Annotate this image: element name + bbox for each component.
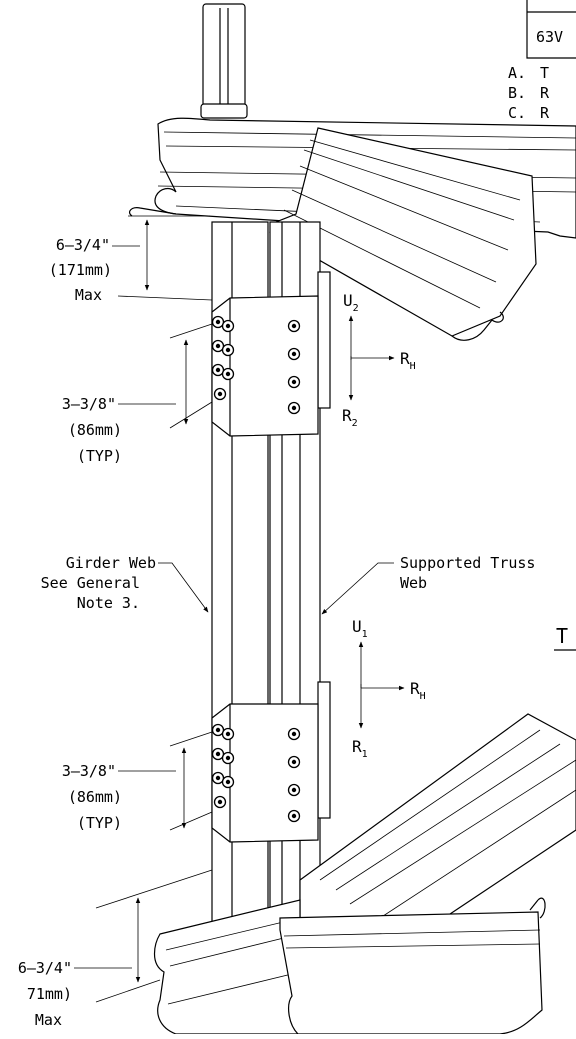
girder-web-callout: Girder Web See General Note 3.: [41, 554, 209, 613]
table-fragment: 63V A. T B. R C. R U: [508, 0, 576, 142]
note-c-text: R: [540, 104, 550, 122]
fragment-letter: T: [556, 624, 568, 648]
note-a-letter: A.: [508, 64, 526, 82]
lower-force-arrows: U1 RH R1: [352, 617, 426, 760]
note-c-letter: C.: [508, 104, 526, 122]
girder-web-line3: Note 3.: [77, 594, 140, 612]
girder-bolt-core: [215, 727, 221, 733]
web-bolt-core: [291, 759, 297, 765]
web-bolt-core: [291, 813, 297, 819]
lower-spacing-dimension: 3–3/8" (86mm) (TYP): [62, 731, 213, 832]
girder-bolt-core: [225, 755, 231, 761]
web-bolt-core: [291, 787, 297, 793]
girder-bolt-core: [225, 731, 231, 737]
top-gap-imperial: 6–3/4": [56, 236, 110, 254]
bottom-chord-diagonal: [299, 713, 576, 935]
web-bolt-core: [291, 379, 297, 385]
girder-bolt-core: [215, 343, 221, 349]
upper-spacing-metric: (86mm): [68, 421, 122, 439]
lower-spacing-imperial: 3–3/8": [62, 762, 116, 780]
web-bolt-core: [291, 405, 297, 411]
web-bolt-core: [291, 323, 297, 329]
upper-post: [200, 3, 248, 119]
bottom-gap-imperial: 6–3/4": [18, 959, 72, 977]
girder-bolt-core: [225, 323, 231, 329]
upper-spacing-dimension: 3–3/8" (86mm) (TYP): [62, 323, 213, 465]
lower-uplift-label: U1: [352, 617, 368, 640]
supported-web-line2: Web: [400, 574, 427, 592]
girder-bolt-core: [215, 775, 221, 781]
girder-bolt-core: [225, 371, 231, 377]
web-bolt-core: [291, 731, 297, 737]
fragment-title: T: [554, 624, 576, 651]
girder-bolt-core: [225, 347, 231, 353]
note-b-letter: B.: [508, 84, 526, 102]
bottom-gap-qualifier: Max: [35, 1011, 62, 1029]
upper-reaction-label: R2: [342, 406, 358, 429]
bottom-gap-dimension: 6–3/4" 71mm) Max: [18, 869, 213, 1029]
girder-bolt-core: [217, 799, 223, 805]
top-gap-metric: (171mm): [49, 261, 112, 279]
upper-spacing-qualifier: (TYP): [77, 447, 122, 465]
girder-bolt-core: [215, 751, 221, 757]
note-a-text: T: [540, 64, 549, 82]
girder-bolt-core: [217, 391, 223, 397]
top-gap-qualifier: Max: [75, 286, 102, 304]
girder-bolt-core: [225, 779, 231, 785]
lower-spacing-qualifier: (TYP): [77, 814, 122, 832]
supported-web-callout: Supported Truss Web: [321, 554, 535, 615]
web-bolt-core: [291, 351, 297, 357]
upper-uplift-label: U2: [343, 291, 359, 314]
girder-web-line2: See General: [41, 574, 140, 592]
lower-reaction-label: R1: [352, 737, 368, 760]
lower-bolt-group: [211, 723, 301, 823]
bottom-chord-front: [279, 897, 546, 1035]
upper-spacing-imperial: 3–3/8": [62, 395, 116, 413]
girder-bolt-core: [215, 319, 221, 325]
bottom-chord-left: [153, 899, 301, 1035]
bottom-gap-metric: 71mm): [27, 985, 72, 1003]
girder-bolt-core: [215, 367, 221, 373]
supported-web-line1: Supported Truss: [400, 554, 535, 572]
upper-horizontal-label: RH: [400, 349, 416, 372]
table-cell-text: 63V: [536, 28, 563, 46]
lower-spacing-metric: (86mm): [68, 788, 122, 806]
upper-force-arrows: U2 RH R2: [342, 291, 416, 429]
note-b-text: R: [540, 84, 550, 102]
upper-bolt-group: [211, 315, 301, 415]
girder-web-line1: Girder Web: [66, 554, 156, 572]
top-gap-dimension: 6–3/4" (171mm) Max: [49, 215, 213, 304]
lower-horizontal-label: RH: [410, 679, 426, 702]
diagonal-web-member: [269, 127, 537, 341]
